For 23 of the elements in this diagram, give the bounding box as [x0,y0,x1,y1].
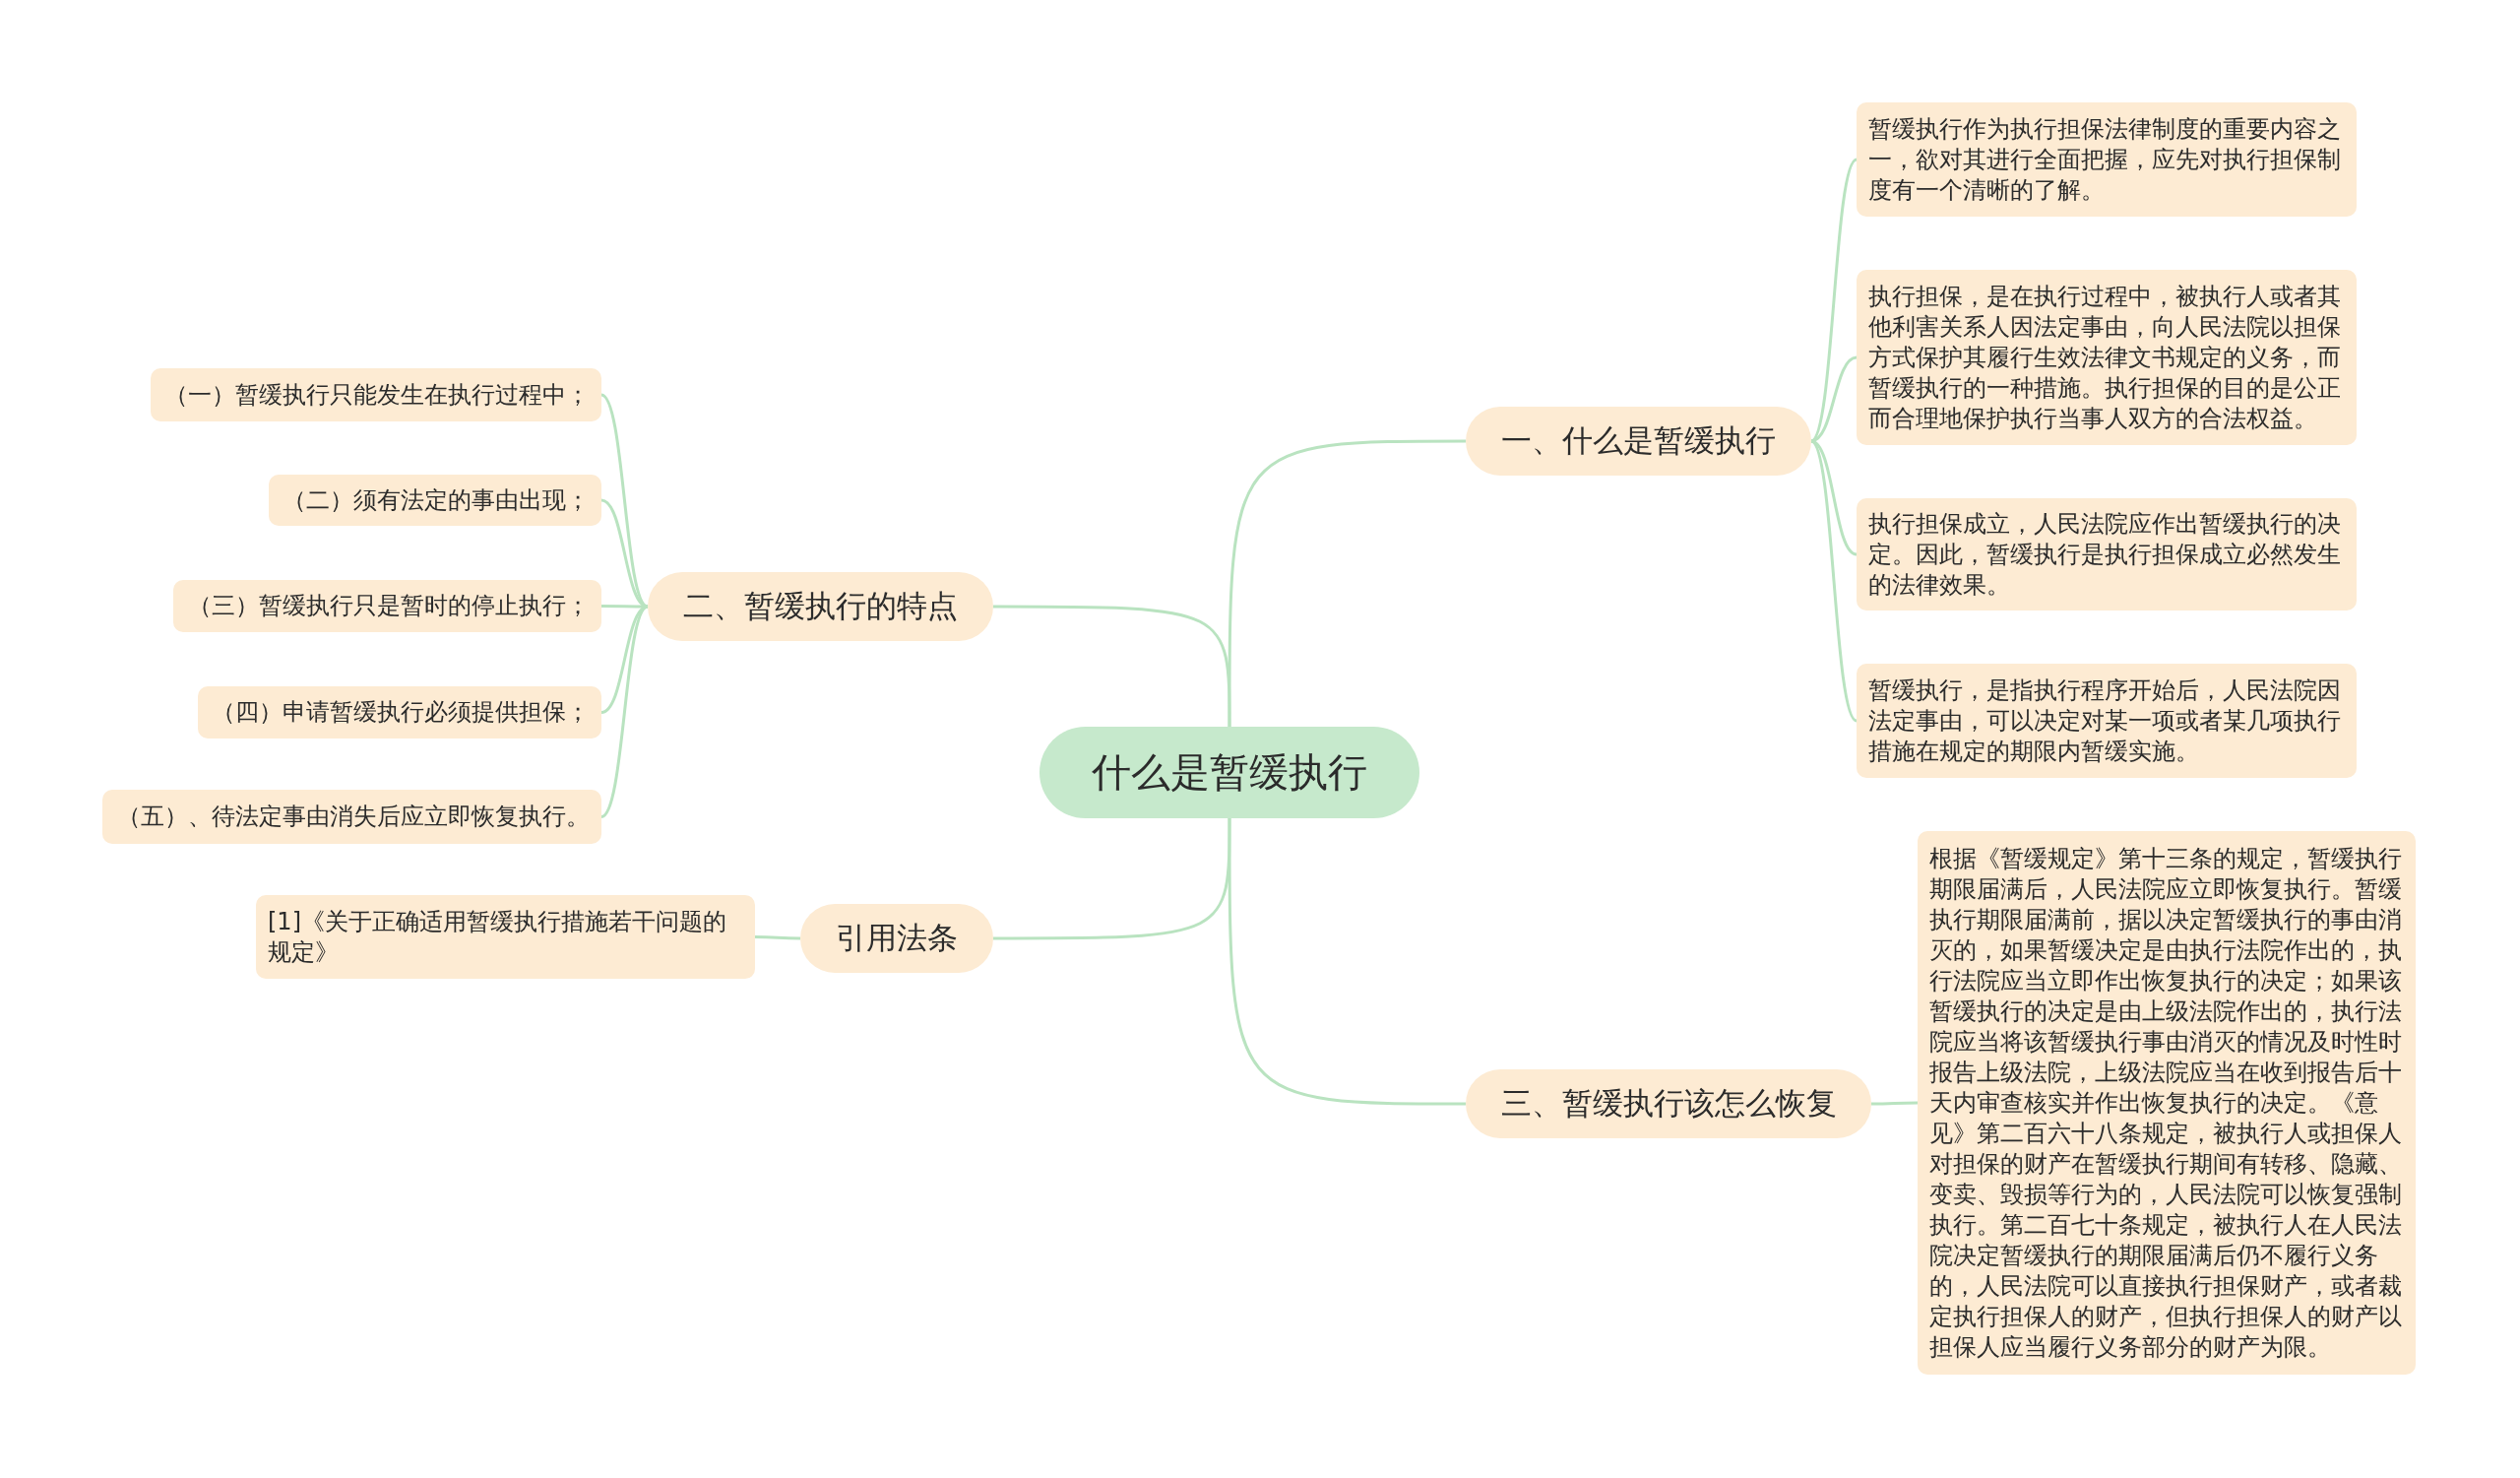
note-box: （二）须有法定的事由出现； [269,475,601,526]
note-box: 执行担保成立，人民法院应作出暂缓执行的决定。因此，暂缓执行是执行担保成立必然发生的法律效果。 [1857,498,2357,610]
note-box: [1]《关于正确适用暂缓执行措施若干问题的规定》 [256,895,755,979]
connector-line [1228,818,1466,1106]
central-topic: 什么是暂缓执行 [1040,727,1419,818]
note-box: 暂缓执行，是指执行程序开始后，人民法院因法定事由，可以决定对某一项或者某几项执行措施在规定的期限内暂缓实施。 [1857,664,2357,778]
branch-topic: 引用法条 [800,904,993,973]
note-box: 执行担保，是在执行过程中，被执行人或者其他利害关系人因法定事由，向人民法院以担保方式保护其履行生效法律文书规定的义务，而暂缓执行的一种措施。执行担保的目的是公正而合理地保护执行当事人双方的合法权益。 [1857,270,2357,445]
note-box: （一）暂缓执行只能发生在执行过程中； [151,368,601,421]
connector-line [993,605,1231,727]
note-box: （三）暂缓执行只是暂时的停止执行； [173,580,601,632]
connector-line [1809,439,1858,723]
branch-topic: 一、什么是暂缓执行 [1466,407,1811,476]
connector-line [755,935,800,940]
note-box: 根据《暂缓规定》第十三条的规定，暂缓执行期限届满后，人民法院应立即恢复执行。暂缓执行期限届满前，据以决定暂缓执行的事由消灭的，如果暂缓决定是由执行法院作出的，执行法院应当立即作出恢复执行的决定；如果该暂缓执行的决定是由上级法院作出的，执行法院应当将该暂缓执行事由消灭的情况及时性时报告上级法院，上级法院应当在收到报告后十天内审查核实并作出恢复执行的决定。《意见》第二百六十八条规定，被执行人或担保人对担保的财产在暂缓执行期间有转移、隐藏、变卖、毁损等行为的，人民法院可以恢复强制执行。第二百七十条规定，被执行人在人民法院决定暂缓执行的期限届满后仍不履行义务的，人民法院可以直接执行担保财产，或者裁定执行担保人的财产，但执行担保人的财产以担保人应当履行义务部分的财产为限。 [1918,831,2416,1375]
note-box: 暂缓执行作为执行担保法律制度的重要内容之一，欲对其进行全面把握，应先对执行担保制度有一个清晰的了解。 [1857,102,2357,217]
note-box: （四）申请暂缓执行必须提供担保； [198,686,601,739]
note-box: （五）、待法定事由消失后应立即恢复执行。 [102,790,601,844]
branch-topic: 三、暂缓执行该怎么恢复 [1466,1069,1871,1138]
connector-line [993,818,1231,940]
branch-topic: 二、暂缓执行的特点 [648,572,993,641]
connector-line [1871,1101,1918,1106]
connector-line [1228,439,1466,727]
